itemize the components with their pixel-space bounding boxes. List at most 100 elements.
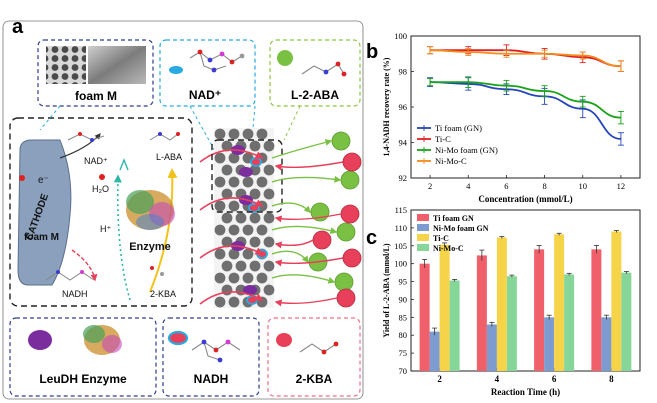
foam-pore [228,224,240,236]
foam-pore [249,212,261,224]
nadh-particle [250,157,262,167]
foam-pore [221,260,233,272]
foam-pore [263,212,275,224]
electron-label: e⁻ [38,175,49,186]
nad-atoms [197,49,245,73]
x-tick-label: 6 [552,374,557,384]
red-substrate-balls [274,152,362,308]
hplus-label: H⁺ [100,224,111,234]
foam-pore [228,296,240,308]
cathode-shape [17,139,72,286]
legend-swatch [417,244,429,251]
panel-b-letter: b [366,41,378,63]
legend-swatch [417,224,429,231]
l2aba-box: L-2-ABA [269,39,361,107]
legend-label: Ti-C [435,134,451,144]
y-tick-label: 96 [399,102,408,112]
inner-nad-molecule [67,133,105,141]
kba-label: 2-KBA [296,372,333,386]
y-axis-label: 1,4-NADH recovery rate (%) [382,57,391,156]
nadh-label: NADH [194,372,229,386]
bar-1-1 [486,324,497,371]
bar-3-0 [449,280,460,371]
y-axis-label: Yield of L-2-ABA (mmol/L) [382,243,391,337]
foam-pore [221,140,233,152]
inner-kba-label: 2-KBA [150,289,176,299]
product-arrow [271,139,333,159]
y-tick-label: 100 [394,31,407,41]
bar-2-1 [496,237,507,371]
nadh-particle [248,203,260,213]
foam-pore [214,152,226,164]
foam-pore [214,248,226,260]
enzyme-icon [126,190,175,230]
bar-0-1 [476,255,487,371]
kba-substrate-ball [342,152,362,172]
kba-substrate-ball [312,230,332,250]
panel-a-frame [2,20,364,400]
l2aba-label: L-2-ABA [291,88,339,102]
x-tick-label: 2 [428,181,432,191]
foam-pore [263,260,275,272]
foam-pore [228,152,240,164]
leudh-enzyme-icon [83,325,122,355]
product-arrow [271,274,336,284]
foam-pore [214,128,226,140]
y-tick-label: 90 [399,294,408,304]
foam-pore [249,188,261,200]
x-tick-label: 2 [437,374,442,384]
foam-pore [221,164,233,176]
chart-b-plot-area [410,35,641,179]
cycle-arrow [199,149,264,163]
y-tick-label: 75 [399,348,408,358]
foam-honeycomb-image [46,46,86,84]
foam-pore [228,248,240,260]
foam-pore [256,176,268,188]
leudh-label: LeuDH Enzyme [39,372,127,386]
inner-nadh-label: NADH [62,289,88,299]
inner-nadh-molecule [45,271,95,281]
arrow-kba-to-laba [149,168,178,293]
cycle-arrow [199,197,264,211]
x-tick-label: 8 [542,181,546,191]
y-tick-label: 98 [399,67,408,77]
x-tick-label: 8 [609,374,614,384]
cycle-arrow [199,245,264,259]
arrow-nad-up [59,133,101,159]
foam-pore [221,188,233,200]
laba-molecule [149,133,179,141]
l2aba-product-ball [334,272,354,292]
x-tick-label: 4 [495,374,500,384]
foam-pore [256,128,268,140]
nadh-box: NADH [162,317,260,397]
panel-c-letter: c [366,227,377,249]
legend-label: Ni-Mo-C [433,244,464,253]
foam-pore [242,224,254,236]
foam-pore [221,212,233,224]
x-tick-label: 12 [617,181,626,191]
x-tick-label: 4 [466,181,471,191]
zoom-region-box [211,139,283,213]
foam-pore [214,296,226,308]
product-arrow [271,202,311,213]
nad-plus-label: NAD⁺ [189,88,221,102]
kba-substrate-ball [336,288,356,308]
x-axis-label: Reaction Time (h) [491,387,560,397]
x-axis-label: Concentration (mmol/L) [478,194,572,204]
foam-m-label: foam M [75,89,117,103]
y-tick-label: 94 [399,138,408,148]
foam-pore [242,176,254,188]
foam-pore [221,236,233,248]
leudh-box: LeuDH Enzyme [9,317,157,397]
y-tick-label: 80 [399,330,408,340]
substrate-arrow [274,213,342,223]
legend-label: Ni-Mo foam GN [433,224,489,233]
nad-plus-symbol [169,66,183,74]
kba-substrate-ball [342,248,362,268]
substrate-arrow [274,257,344,267]
foam-pore [256,272,268,284]
foam-pore [249,140,261,152]
product-arrow [271,250,309,264]
